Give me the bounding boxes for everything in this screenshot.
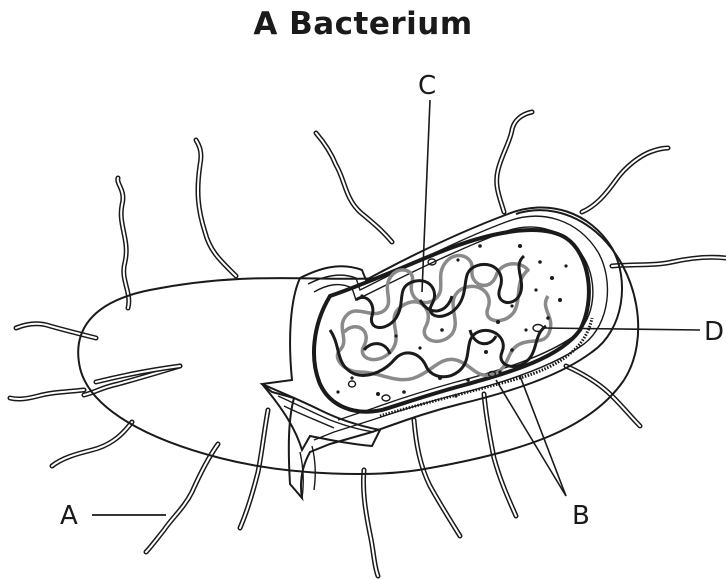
flagellum (414, 420, 460, 536)
flagellum (497, 112, 532, 212)
flagellum (16, 324, 96, 338)
label-a: A (60, 501, 78, 531)
flagellum (566, 366, 640, 426)
label-b: B (572, 501, 590, 531)
flagellum (10, 390, 84, 399)
capsule-outline (78, 210, 638, 474)
label-lines (92, 100, 700, 515)
flagellum (582, 148, 668, 212)
flagellum (612, 257, 726, 266)
label-line-d (542, 328, 700, 330)
flagellum (146, 444, 218, 552)
flagellum (316, 133, 392, 242)
label-line-b1 (496, 380, 566, 496)
label-c: C (418, 71, 436, 101)
flagellum (52, 422, 132, 466)
label-d: D (704, 317, 724, 347)
flagellum (240, 410, 268, 528)
dna-black-strand (330, 256, 546, 377)
flagellum (363, 470, 378, 576)
flagellum (196, 140, 236, 276)
label-line-b2 (520, 376, 566, 496)
flagellum (118, 178, 129, 308)
flagella (10, 112, 726, 576)
